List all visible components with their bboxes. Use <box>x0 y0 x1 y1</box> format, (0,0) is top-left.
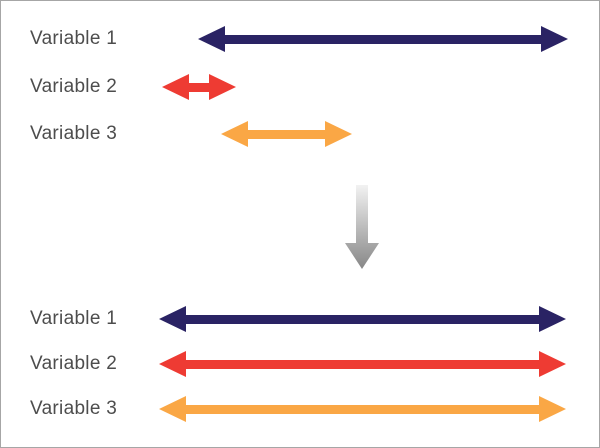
variable-1-range-arrow <box>198 26 568 52</box>
arrow-right-head-icon <box>539 306 566 332</box>
arrow-shaft <box>186 314 539 324</box>
arrow-right-head-icon <box>541 26 568 52</box>
variable-2-label: Variable 2 <box>30 353 118 374</box>
arrow-right-head-icon <box>539 396 566 422</box>
after-variable-3-row: Variable 3 <box>1 396 599 422</box>
before-variable-2-row: Variable 2 <box>1 74 599 100</box>
variable-3-label: Variable 3 <box>30 123 118 144</box>
before-variable-3-row: Variable 3 <box>1 121 599 147</box>
variable-3-range-arrow <box>159 396 566 422</box>
arrow-left-head-icon <box>159 351 186 377</box>
variable-2-range-arrow <box>162 74 236 100</box>
variable-2-range-arrow <box>159 351 566 377</box>
arrow-left-head-icon <box>221 121 248 147</box>
down-arrow-icon <box>345 185 379 269</box>
arrow-shaft <box>248 129 325 139</box>
after-variable-2-row: Variable 2 <box>1 351 599 377</box>
arrow-left-head-icon <box>198 26 225 52</box>
arrow-right-head-icon <box>209 74 236 100</box>
before-variable-1-row: Variable 1 <box>1 26 599 52</box>
arrow-right-head-icon <box>539 351 566 377</box>
arrow-shaft <box>186 359 539 369</box>
after-variable-1-row: Variable 1 <box>1 306 599 332</box>
arrow-shaft <box>186 404 539 414</box>
arrow-shaft <box>225 34 541 44</box>
arrow-left-head-icon <box>159 396 186 422</box>
arrow-left-head-icon <box>159 306 186 332</box>
arrow-right-head-icon <box>325 121 352 147</box>
variable-1-range-arrow <box>159 306 566 332</box>
arrow-shaft <box>189 82 209 92</box>
variable-3-range-arrow <box>221 121 352 147</box>
variable-1-label: Variable 1 <box>30 28 118 49</box>
variable-2-label: Variable 2 <box>30 76 118 97</box>
variable-1-label: Variable 1 <box>30 308 118 329</box>
variable-3-label: Variable 3 <box>30 398 118 419</box>
arrow-left-head-icon <box>162 74 189 100</box>
